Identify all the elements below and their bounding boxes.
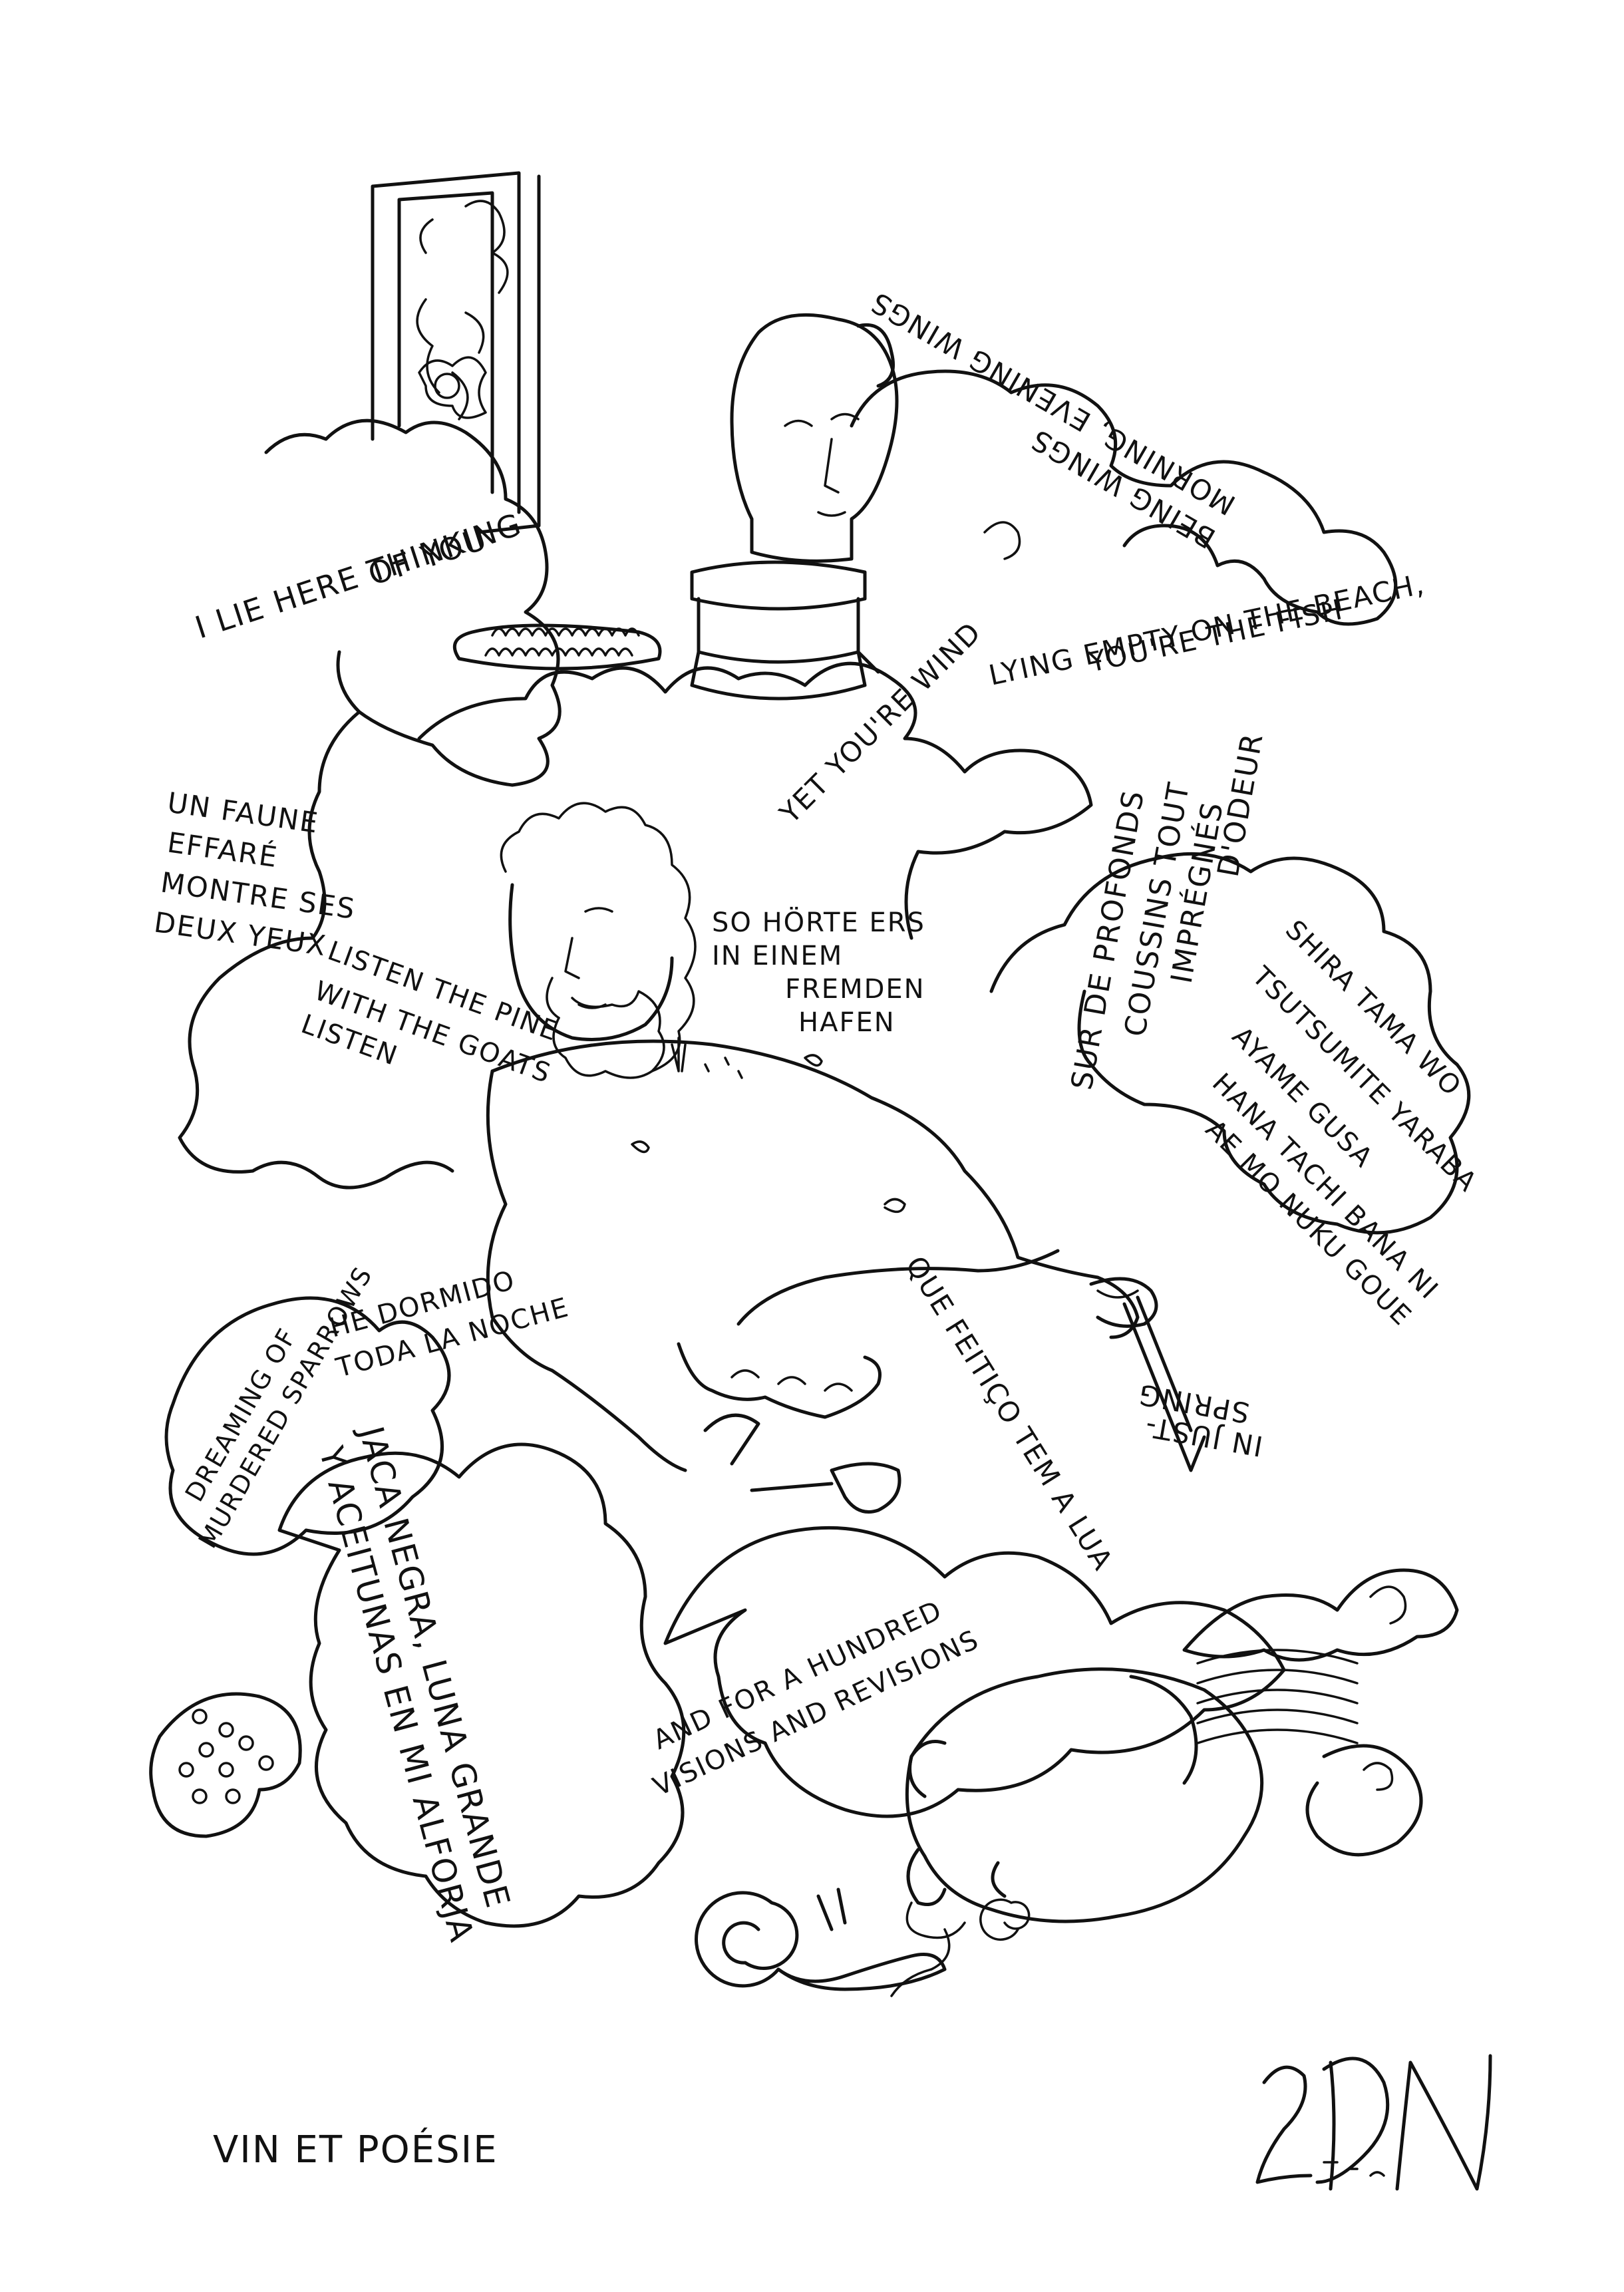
bust-on-pedestal [690, 313, 899, 701]
verse-horte-2: IN EINEM [712, 941, 843, 971]
artist-signature [1255, 2054, 1492, 2191]
verses: I LIE HERE THINKING OF YOU MORNING, EVEN… [152, 285, 1484, 1947]
verse-horte-3: FREMDEN [785, 974, 925, 1005]
reclining-faun-figure [486, 802, 1206, 1514]
pastry-tray [452, 623, 662, 671]
framed-painting [371, 171, 541, 534]
verse-horte-1: SO HÖRTE ERS [712, 906, 925, 938]
urn [890, 1667, 1264, 1997]
verse-lie-here-2: OF YOU [364, 520, 492, 592]
verse-faune-2: EFFARÉ [166, 825, 281, 874]
verse-feitico: QUE FEITIÇO TEM A LUA [899, 1250, 1120, 1576]
verse-shira-5: AE MO NUKU GOUE [1200, 1114, 1418, 1333]
verse-horte-4: HAFEN [798, 1007, 895, 1038]
clouds [164, 369, 1471, 1928]
snails-and-swirls [149, 1568, 1459, 1991]
verse-yet-wind: YET YOU'RE WIND [773, 615, 988, 830]
verse-morning-1: MORNING, EVENING WINGS [865, 285, 1241, 522]
artwork-title: VIN ET POÉSIE [213, 2128, 498, 2172]
